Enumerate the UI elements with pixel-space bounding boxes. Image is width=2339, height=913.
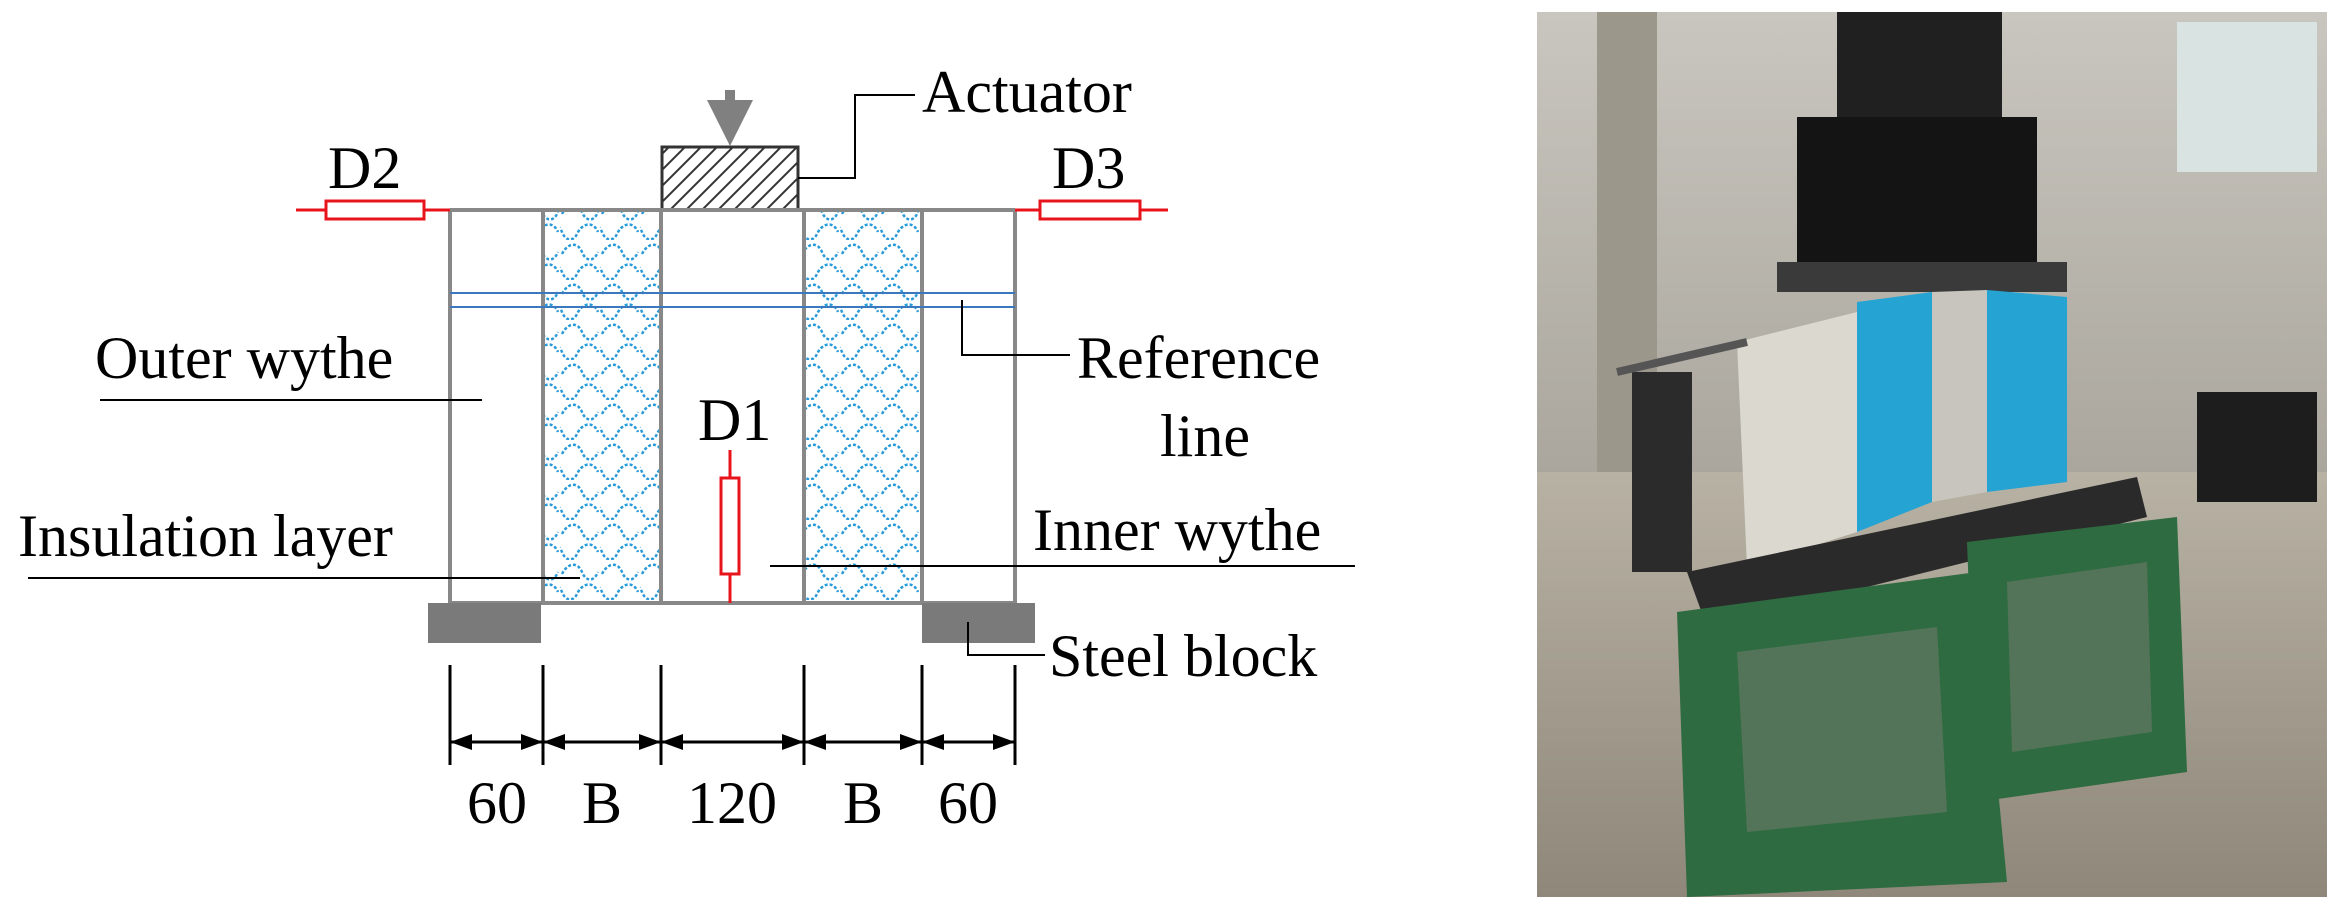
d2-label: D2 bbox=[328, 135, 401, 201]
insulation-layer-left bbox=[543, 211, 661, 603]
photo-lvdt-arm bbox=[1616, 338, 1748, 376]
dimension-label: 120 bbox=[687, 770, 777, 836]
dimension-label: B bbox=[843, 770, 883, 836]
d1-label: D1 bbox=[698, 387, 771, 453]
reference-line-label-1: Reference bbox=[1077, 325, 1320, 391]
photo-base-beam bbox=[1687, 477, 2147, 627]
photo-specimen-outer-wythe bbox=[1737, 312, 1857, 567]
reference-line-label-2: line bbox=[1160, 403, 1250, 469]
actuator-block bbox=[660, 145, 800, 212]
photo-actuator-head bbox=[1797, 117, 2037, 267]
outer-wythe-label: Outer wythe bbox=[95, 325, 393, 391]
steel-block-left bbox=[428, 603, 541, 643]
dimension-label: 60 bbox=[938, 770, 998, 836]
reference-leader bbox=[961, 300, 1070, 356]
inner-wythe-label: Inner wythe bbox=[1033, 497, 1321, 563]
photo-specimen-insulation-left bbox=[1857, 292, 1932, 532]
dimension-label: B bbox=[582, 770, 622, 836]
insulation-layer-label: Insulation layer bbox=[18, 503, 393, 569]
wythe-boundaries bbox=[448, 210, 1017, 603]
dimension-labels: 60 B 120 B 60 bbox=[467, 770, 998, 836]
steel-block-right bbox=[922, 603, 1035, 643]
photo-actuator-cylinder bbox=[1837, 12, 2002, 122]
insulation-layer-right bbox=[804, 211, 922, 603]
d3-label: D3 bbox=[1052, 135, 1125, 201]
photo-window bbox=[2177, 22, 2317, 172]
dimension-label: 60 bbox=[467, 770, 527, 836]
lvdt-d3 bbox=[1015, 199, 1168, 221]
specimen-diagram: Actuator D2 D3 D1 Outer wythe Reference … bbox=[18, 59, 1355, 836]
photo-lvdt-stand bbox=[1632, 372, 1692, 572]
load-arrow-head bbox=[707, 100, 753, 146]
actuator-label: Actuator bbox=[922, 59, 1132, 125]
dimension-ticks bbox=[448, 665, 1017, 765]
lvdt-d2 bbox=[296, 199, 450, 221]
photo-spreader-plate bbox=[1777, 262, 2067, 292]
actuator-leader bbox=[798, 94, 915, 179]
dimension-arrows bbox=[450, 734, 1015, 750]
photo-specimen-core bbox=[1932, 290, 1987, 502]
photo-support-right-cutout bbox=[2007, 562, 2152, 752]
test-setup-photo bbox=[1537, 12, 2327, 897]
steel-block-leader bbox=[967, 622, 1045, 656]
photo-specimen-insulation-right bbox=[1987, 290, 2067, 492]
steel-block-label: Steel block bbox=[1049, 623, 1317, 689]
photo-support-left-cutout bbox=[1737, 627, 1947, 832]
lvdt-d1 bbox=[719, 450, 741, 603]
photo-equipment-box bbox=[2197, 392, 2317, 502]
